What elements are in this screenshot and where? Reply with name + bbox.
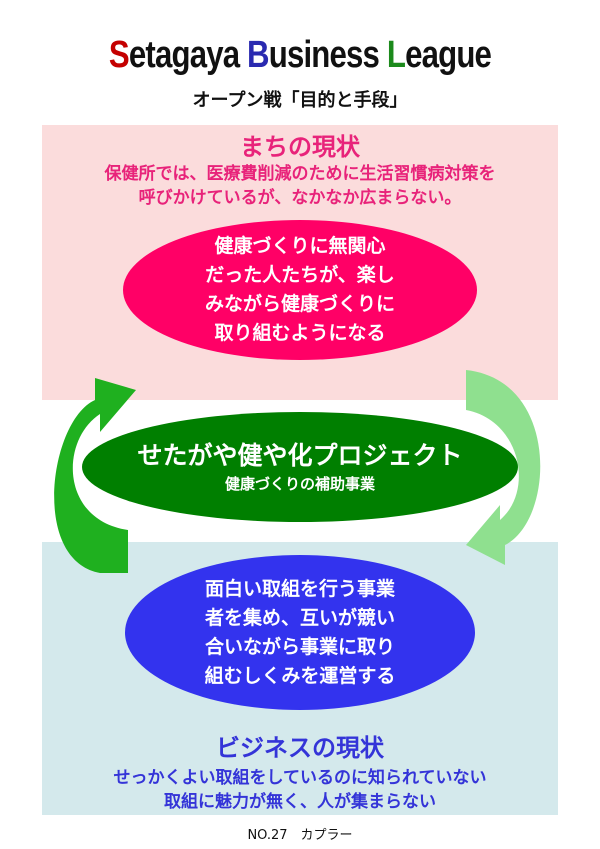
goal-line: 組むしくみを運営する: [204, 664, 396, 687]
right-cycle-arrow: [466, 370, 541, 565]
goal-line: 合いながら事業に取り: [204, 635, 395, 658]
footer-label: NO.27 カプラー: [247, 828, 353, 843]
left-cycle-arrow: [54, 378, 136, 573]
business-goal-ellipse: 面白い取組を行う事業 者を集め、互いが競い 合いながら事業に取り 組むしくみを運…: [125, 555, 475, 710]
town-goal-ellipse: 健康づくりに無関心 だった人たちが、楽し みながら健康づくりに 取り組むようにな…: [123, 220, 477, 360]
goal-line: 健康づくりに無関心: [214, 235, 386, 257]
town-line: 保健所では、医療費削減のために生活習慣病対策を: [104, 164, 496, 184]
goal-line: だった人たちが、楽し: [205, 264, 395, 286]
project-subtitle: 健康づくりの補助事業: [224, 475, 375, 493]
town-line: 呼びかけているが、なかなか広まらない。: [138, 188, 462, 208]
business-heading: ビジネスの現状: [216, 734, 384, 762]
project-title: せたがや健や化プロジェクト: [137, 441, 463, 470]
goal-line: みながら健康づくりに: [204, 293, 395, 315]
page-subtitle: オープン戦「目的と手段」: [192, 90, 408, 111]
business-line: 取組に魅力が無く、人が集まらない: [164, 792, 436, 812]
town-heading: まちの現状: [240, 133, 360, 161]
goal-line: 者を集め、互いが競い: [204, 606, 395, 629]
page-title: Setagaya Business League: [108, 34, 492, 76]
project-ellipse: せたがや健や化プロジェクト 健康づくりの補助事業: [82, 412, 518, 522]
goal-line: 取り組むようになる: [214, 322, 386, 344]
goal-line: 面白い取組を行う事業: [204, 577, 395, 600]
business-line: せっかくよい取組をしているのに知られていない: [113, 768, 487, 788]
